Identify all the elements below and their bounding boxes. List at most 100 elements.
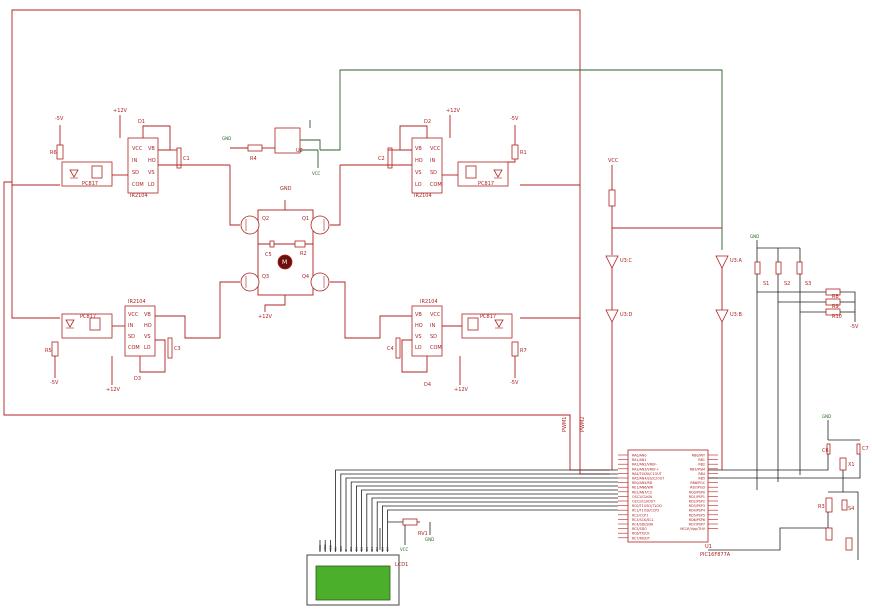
- push-button[interactable]: [775, 261, 782, 275]
- lcd-bus-wire: [371, 497, 618, 552]
- mcu-pin-label: RD7/PSP7: [689, 523, 705, 527]
- gnd-label: GND: [280, 186, 292, 192]
- lcd-bus-wire: [350, 481, 618, 552]
- lcd-pin-label: VDD: [323, 544, 327, 551]
- mcu-pin-label: RB4: [698, 472, 705, 476]
- mcu-pin-label: RD5/PSP5: [689, 513, 705, 517]
- supply-minus-label: -5V: [50, 380, 59, 386]
- lcd-bus-wire: [366, 493, 618, 552]
- lcd-pin-label: RS: [334, 547, 338, 551]
- mcu-pin-label: RC0/T1OSO/T1CKI: [632, 504, 662, 508]
- gate-driver-ic: [411, 137, 443, 194]
- lcd-pin-label: D2: [360, 547, 364, 551]
- resistor-label: R5: [45, 348, 52, 354]
- lcd-pin-label: D1: [354, 547, 358, 551]
- pin-label: IN: [430, 158, 435, 164]
- lcd-bus-wire: [355, 485, 618, 552]
- lcd-bus-wire: [387, 509, 618, 552]
- diode-label: D3: [134, 376, 141, 382]
- pin-label: VS: [144, 334, 151, 340]
- inverter-label: U3:C: [620, 258, 633, 264]
- pin-label: VCC: [128, 312, 139, 318]
- pin-label: HO: [144, 323, 152, 329]
- reset-button[interactable]: [841, 499, 848, 511]
- pin-label: VCC: [430, 146, 441, 152]
- gnd-label: GND: [425, 537, 434, 542]
- lcd-bus-wire: [340, 473, 618, 552]
- mcu-pin-label: OSC1/CLKIN: [632, 495, 652, 499]
- pin-label: SD: [128, 334, 135, 340]
- pin-label: VB: [415, 312, 422, 318]
- mcu-pin-label: RD3/PSP3: [689, 504, 705, 508]
- supply-minus-label: -5V: [55, 116, 64, 122]
- diode-label: D2: [424, 119, 431, 125]
- opto-label: PC817: [480, 314, 496, 320]
- pin-label: VCC: [132, 146, 143, 152]
- q-label: Q1: [302, 216, 309, 222]
- pin-label: LO: [415, 182, 422, 188]
- pin-label: HO: [415, 323, 423, 329]
- mcu-pin-label: RC7/RX/DT: [632, 536, 651, 540]
- ic-label: IR2104: [420, 299, 438, 305]
- mcu-pin-label: RC4/SDI/SDA: [632, 523, 654, 527]
- mcu-pin-label: OSC2/CLKOUT: [632, 500, 656, 504]
- oscillator-reset: GND C6 C7 X1 R3 S4: [708, 414, 869, 560]
- inverter-section: VCC U3:C U3:D U3:A U3:B: [605, 158, 743, 470]
- pin-label: SD: [430, 170, 437, 176]
- pin-label: IN: [430, 323, 435, 329]
- pin-label: IN: [128, 323, 133, 329]
- lcd-module: LCD1: [306, 554, 408, 606]
- pin-label: LO: [148, 182, 155, 188]
- cap-label: C7: [862, 446, 869, 452]
- mcu-pin-label: RC5/SDO: [632, 527, 647, 531]
- mcu-pin-label: RE1/AN6/WR: [632, 486, 654, 490]
- contrast-pot: RV1 GND VCC: [379, 518, 434, 552]
- lcd-pin-label: VSS: [318, 545, 322, 551]
- mcu-u1: U1 PIC16F877A RA0/AN0RA1/AN1RA2/AN2/VREF…: [618, 449, 731, 558]
- pin-label: SD: [132, 170, 139, 176]
- lcd-screen: [315, 565, 391, 601]
- resistor-label: R7: [520, 348, 527, 354]
- supply-label: +12V: [258, 314, 273, 320]
- driver-block-top-right: VB HO VS LO VCC IN SD COM IR2104 D2 C2 +…: [330, 108, 527, 226]
- mosfet-q2: [240, 215, 260, 235]
- mcu-label: U1: [705, 544, 712, 550]
- driver-block-bottom-left: PC817 R5 -5V VCC IN SD COM VB HO VS LO I…: [45, 281, 240, 393]
- res-label: R10: [832, 314, 842, 320]
- res-label: R8: [832, 294, 839, 300]
- inverter-label: U3:D: [620, 312, 633, 318]
- push-button[interactable]: [796, 261, 803, 275]
- q-label: Q3: [262, 274, 269, 280]
- motor-icon: [277, 254, 293, 270]
- res-label: R9: [832, 304, 839, 310]
- push-button[interactable]: [754, 261, 761, 275]
- mcu-pin-label: RB5: [698, 477, 705, 481]
- mcu-pin-label: RB2: [698, 463, 705, 467]
- lcd-bus-wire: [381, 505, 618, 552]
- pot-label: RV1: [418, 531, 428, 537]
- opto-label: PC817: [478, 181, 494, 187]
- q-label: Q4: [302, 274, 309, 280]
- mcu-pin-label: RD1/PSP1: [689, 495, 705, 499]
- sensor-u2: U2 R4 GND VCC: [222, 120, 321, 176]
- button-label: S1: [763, 281, 769, 287]
- opto-label: PC817: [80, 314, 96, 320]
- driver-block-bottom-right: VB HO VS LO VCC IN SD COM IR2104 D4 C4 P…: [330, 281, 527, 393]
- optocoupler: [61, 161, 113, 187]
- lcd-pin-label: RW: [339, 546, 343, 551]
- sensor-label: U2: [296, 148, 303, 154]
- mcu-part-label: PIC16F877A: [700, 552, 731, 558]
- lcd-pin-label: D3: [365, 547, 369, 551]
- pwm-loop-wires: [3, 9, 610, 475]
- mcu-pin-label: RC1/T1OSI/CCP2: [632, 509, 659, 513]
- mcu-pin-label: RA2/AN2/VREF-: [632, 463, 658, 467]
- inverter-label: U3:B: [730, 312, 743, 318]
- opto-label: PC817: [82, 181, 98, 187]
- cap-label: C3: [174, 346, 181, 352]
- pin-label: COM: [430, 345, 442, 351]
- h-bridge: Q2 Q1 Q3 Q4 C5 R2 M GND +12V: [240, 186, 330, 320]
- diode-label: D4: [424, 382, 431, 388]
- pin-label: HO: [415, 158, 423, 164]
- mcu-pin-label: RA3/AN3/VREF+: [632, 467, 659, 471]
- pin-label: VS: [415, 170, 422, 176]
